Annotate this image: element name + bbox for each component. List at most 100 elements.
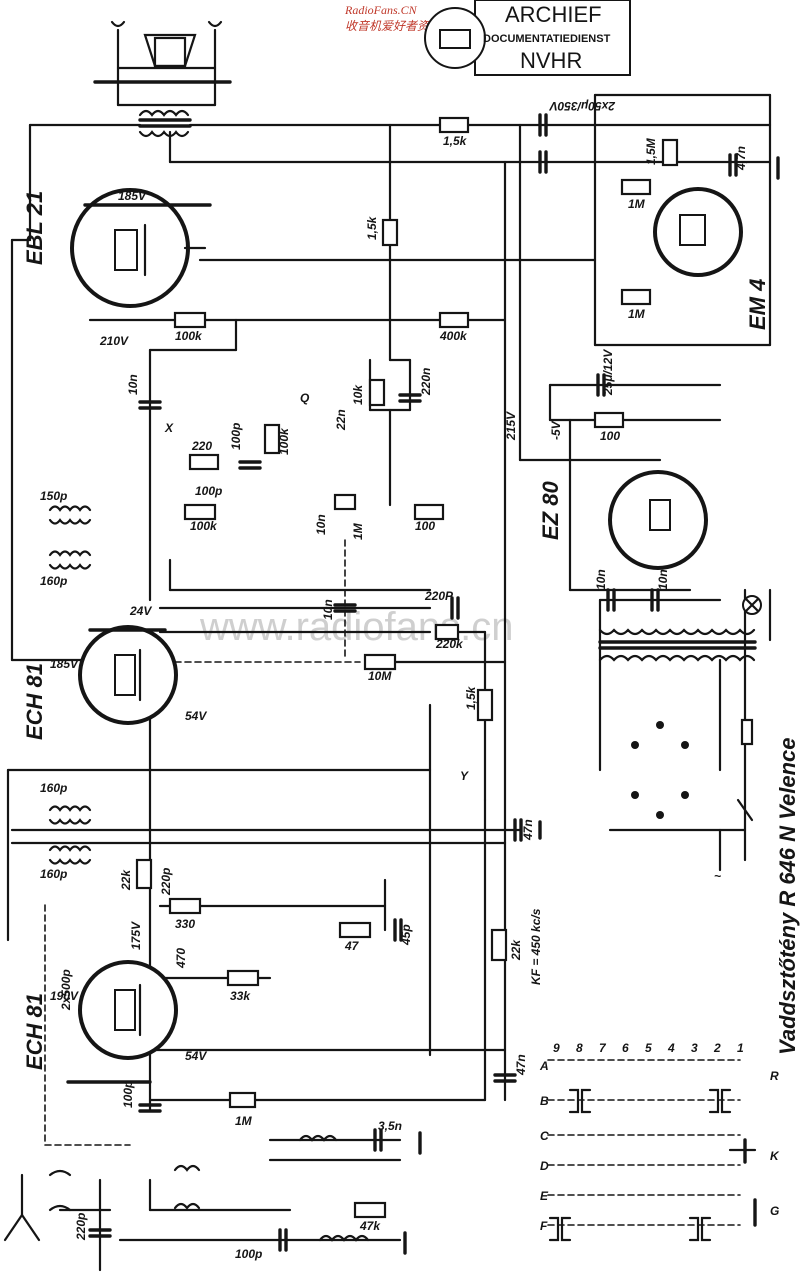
matrix-row-c: C [540, 1129, 549, 1143]
res-100-a: 100 [600, 429, 620, 443]
cap-100p: 100p [229, 423, 243, 450]
res-100k-c: 100k [190, 519, 218, 533]
volt-54-b: 54V [185, 1049, 207, 1063]
cap-10n-ez: 10n [594, 569, 608, 590]
speaker-symbol [93, 20, 232, 107]
label-ebl21: EBL 21 [22, 191, 47, 265]
cap-100p-d: 100p [235, 1247, 262, 1261]
res-100-b: 100 [415, 519, 435, 533]
stamp-line2: DOCUMENTATIEDIENST [483, 33, 611, 45]
volt-210: 210V [99, 334, 129, 348]
watermark: www.radiofans.cn [199, 605, 513, 649]
antenna-symbol [3, 1169, 72, 1242]
label-ech81-bottom: ECH 81 [22, 993, 47, 1070]
tube-em4 [653, 187, 743, 277]
stamp-line3: NVHR [520, 48, 582, 73]
volt-m5: -5V [549, 420, 563, 440]
res-1M-c: 1M [351, 522, 365, 540]
cap-22n: 22n [334, 409, 348, 431]
cap-160p-b: 160p [40, 781, 67, 795]
res-1M-b: 1M [628, 307, 646, 321]
kf-note: KF = 450 kc/s [529, 908, 543, 985]
res-100k-ebl: 100k [175, 329, 203, 343]
matrix-row-f: F [540, 1219, 548, 1233]
res-330: 330 [175, 917, 195, 931]
matrix-col-2: 2 [713, 1041, 721, 1055]
if-coils [48, 505, 370, 1242]
archive-stamp: ARCHIEF DOCUMENTATIEDIENST NVHR [424, 0, 631, 76]
switch-q: Q [300, 391, 310, 405]
res-15k-mid: 1,5k [365, 215, 379, 240]
switch-matrix [547, 1059, 741, 1242]
if-transformer-boxes [44, 344, 596, 1146]
res-10M: 10M [368, 669, 392, 683]
cap-100p-c: 100p [121, 1081, 135, 1108]
cap-220n: 220n [419, 368, 433, 396]
label-ez80: EZ 80 [538, 481, 563, 540]
res-47: 47 [344, 939, 360, 953]
res-22k-a: 22k [119, 869, 133, 891]
res-220k: 220k [435, 637, 464, 651]
model-title: Vaddsztőtény R 646 N Velence [775, 738, 800, 1056]
res-10k: 10k [351, 384, 365, 405]
cap-2x50: 2x50μ/350V [549, 99, 616, 113]
cap-220p-a: 220P [424, 589, 454, 603]
cap-47n-em: 4,7n [734, 146, 748, 171]
cap-10n-b: 10n [314, 514, 328, 535]
volt-215: 215V [504, 411, 518, 441]
matrix-col-8: 8 [576, 1041, 583, 1055]
cap-150p-a: 150p [40, 489, 67, 503]
tube-ebl21 [70, 188, 212, 308]
matrix-col-4: 4 [667, 1041, 675, 1055]
power-transformer: ~ [598, 595, 762, 883]
stamp-line1: ARCHIEF [505, 2, 602, 27]
res-15k-lower: 1,5k [464, 685, 478, 710]
res-15M: 1,5M [644, 137, 658, 165]
volt-185-ebl: 185V [118, 189, 147, 203]
label-ech81-top: ECH 81 [22, 663, 47, 740]
capacitors [88, 113, 738, 1252]
cap-25u: 25μ/12V [601, 349, 615, 396]
resistors [135, 116, 679, 1219]
cap-45p: 45p [399, 924, 413, 946]
volt-175: 175V [129, 921, 143, 950]
cap-160p-c: 160p [40, 867, 67, 881]
matrix-col-5: 5 [645, 1041, 652, 1055]
switch-y: Y [460, 769, 469, 783]
cap-10n-c: 10n [321, 599, 335, 620]
matrix-g: G [770, 1204, 779, 1218]
switch-k: K [770, 1149, 780, 1163]
res-47k: 47k [359, 1219, 381, 1233]
tube-ech81-top [78, 625, 178, 725]
switch-r: R [770, 1069, 779, 1083]
matrix-row-d: D [540, 1159, 549, 1173]
switch-x: X [164, 421, 174, 435]
res-400k: 400k [439, 329, 468, 343]
res-100k-b: 100k [277, 427, 291, 455]
ground-symbols [403, 156, 780, 1255]
cap-220p-b: 220p [159, 868, 173, 896]
volt-190: 190V [50, 989, 79, 1003]
label-em4: EM 4 [745, 279, 770, 330]
cap-3-5n: 3,5n [378, 1119, 402, 1133]
matrix-row-b: B [540, 1094, 549, 1108]
tube-ez80 [608, 470, 708, 570]
output-transformer [138, 109, 192, 138]
cap-10n-ez2: 10n [656, 569, 670, 590]
volt-185-ech: 185V [50, 657, 79, 671]
cap-47n-a: 47n [521, 819, 535, 841]
cap-160p-a: 160p [40, 574, 67, 588]
matrix-row-a: A [539, 1059, 549, 1073]
cap-220p-c: 220p [74, 1213, 88, 1241]
matrix-col-6: 6 [622, 1041, 629, 1055]
site-name: RadioFans.CN [344, 3, 418, 17]
matrix-row-e: E [540, 1189, 549, 1203]
cap-10n-a: 10n [126, 374, 140, 395]
cap-100p-b: 100p [195, 484, 222, 498]
matrix-col-3: 3 [691, 1041, 698, 1055]
res-1M-d: 1M [235, 1114, 253, 1128]
res-33k: 33k [230, 989, 251, 1003]
tube-ech81-bottom [66, 960, 178, 1084]
